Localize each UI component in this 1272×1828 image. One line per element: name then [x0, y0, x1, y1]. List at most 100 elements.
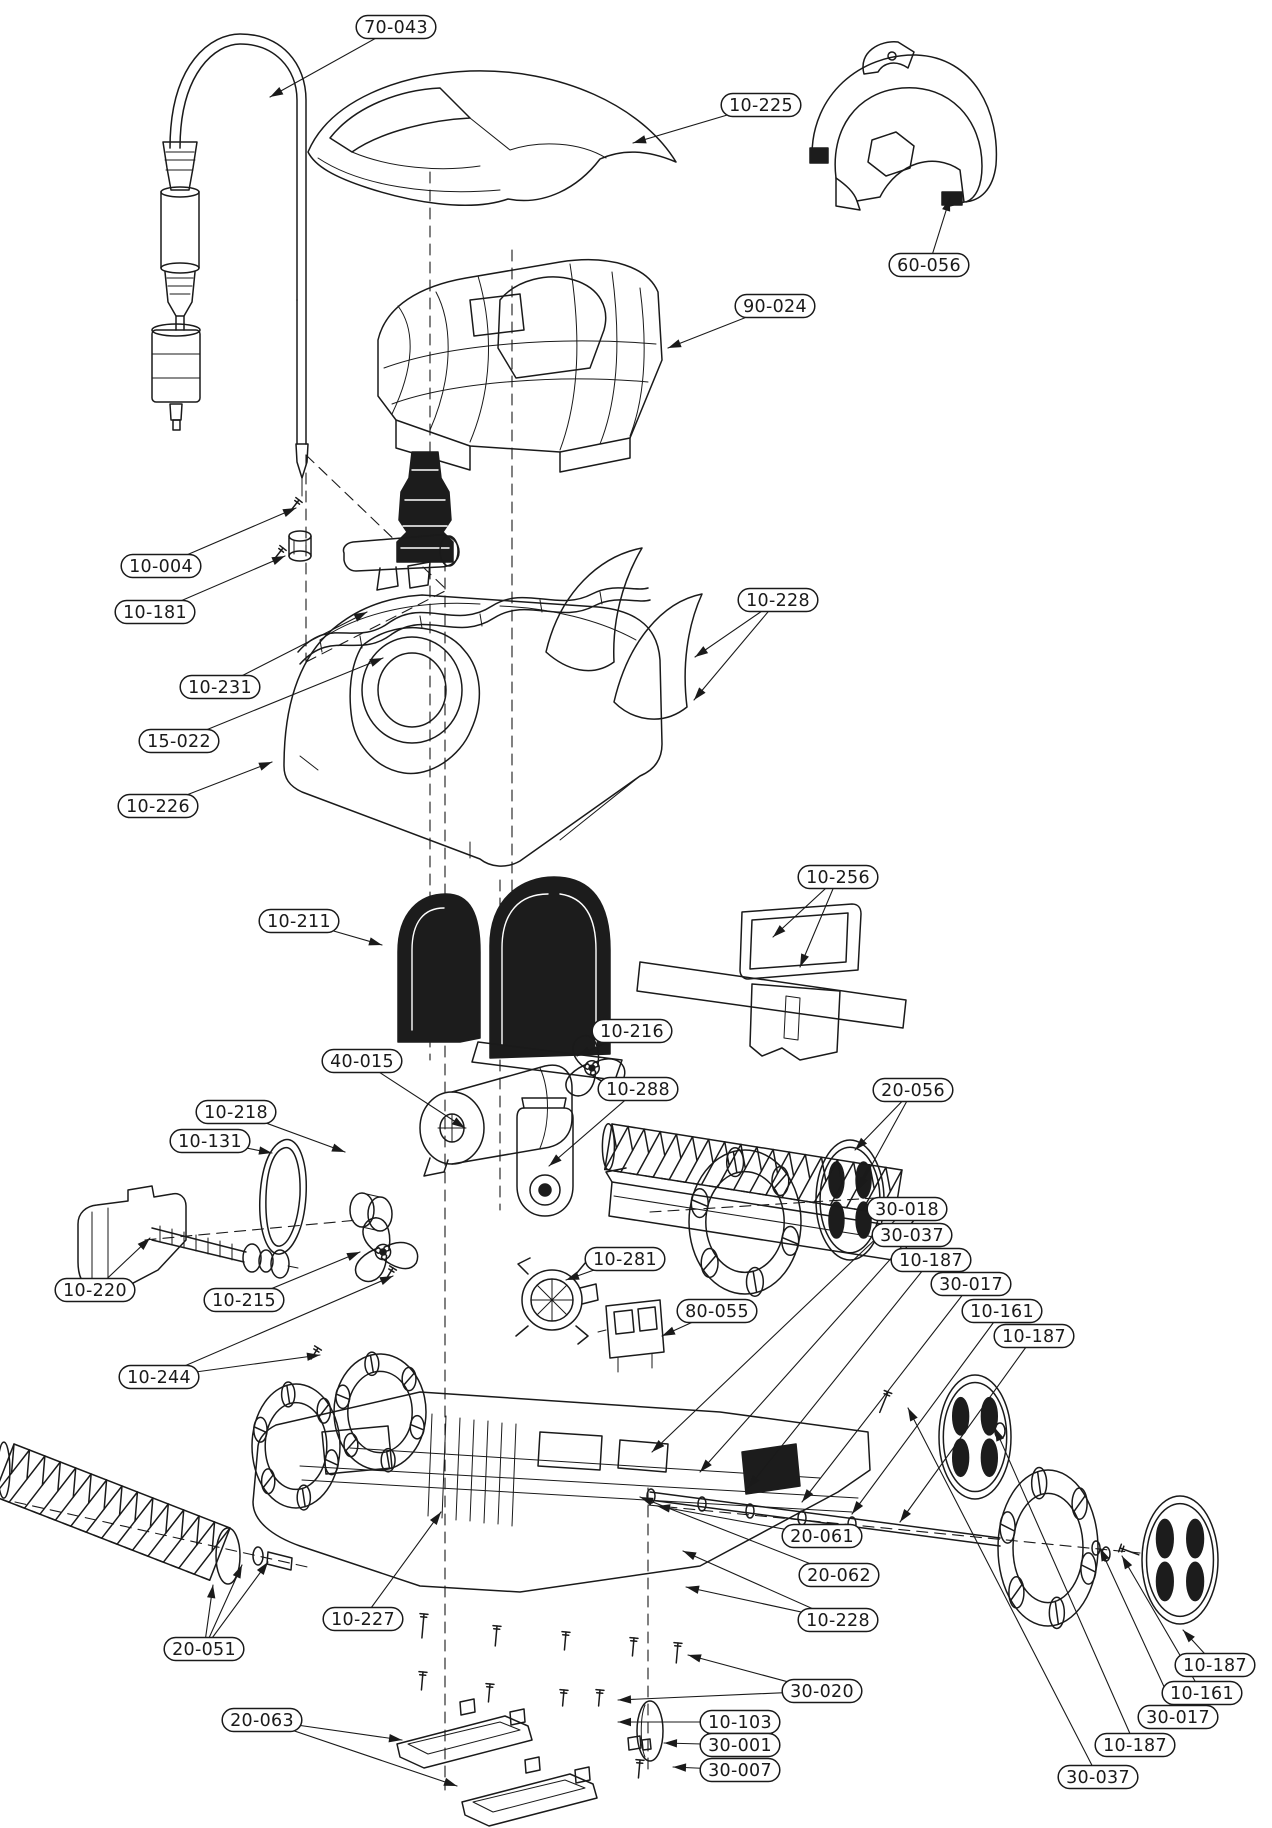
part-number-text: 15-022: [147, 732, 211, 752]
part-label-10-225: 10-225: [720, 92, 802, 118]
bottom-plates-drawing: [396, 1698, 598, 1827]
part-number-text: 10-131: [178, 1132, 242, 1152]
leader-lines: [94, 26, 1216, 1787]
part-label-20-061: 20-061: [781, 1523, 863, 1549]
pcb-box-drawing: [597, 1299, 665, 1373]
part-number-text: 30-001: [708, 1736, 772, 1756]
part-label-10-161a: 10-161: [961, 1298, 1043, 1324]
part-number-text: 10-187: [1103, 1736, 1167, 1756]
part-number-text: 70-043: [364, 18, 428, 38]
part-number-text: 10-244: [127, 1368, 191, 1388]
top-cover-drawing: [307, 70, 677, 207]
part-number-text: 90-024: [743, 297, 807, 317]
part-number-text: 10-004: [129, 557, 193, 577]
part-label-30-017a: 30-017: [930, 1271, 1012, 1297]
part-label-10-244: 10-244: [118, 1364, 200, 1390]
pump-cylinder-drawing: [516, 1097, 574, 1217]
part-number-text: 10-228: [746, 591, 810, 611]
pulley-drawing: [349, 1192, 393, 1232]
part-number-text: 20-062: [807, 1566, 871, 1586]
part-number-text: 10-103: [708, 1713, 772, 1733]
part-label-10-216: 10-216: [591, 1018, 673, 1044]
part-label-10-131: 10-131: [169, 1128, 251, 1154]
part-number-text: 20-061: [790, 1527, 854, 1547]
part-label-10-004: 10-004: [120, 553, 202, 579]
part-number-text: 10-161: [970, 1302, 1034, 1322]
part-label-10-187c: 10-187: [1174, 1652, 1256, 1678]
part-label-10-228a: 10-228: [737, 587, 819, 613]
frame-ring-drawing: [297, 587, 651, 665]
part-number-text: 30-037: [880, 1226, 944, 1246]
part-label-20-062: 20-062: [798, 1562, 880, 1588]
floating-cable-drawing: [151, 33, 309, 497]
part-label-10-211: 10-211: [258, 908, 340, 934]
part-number-text: 10-256: [806, 868, 870, 888]
part-label-80-055: 80-055: [676, 1298, 758, 1324]
part-number-text: 10-225: [729, 96, 793, 116]
part-number-text: 10-288: [606, 1080, 670, 1100]
part-number-text: 30-017: [1146, 1708, 1210, 1728]
part-label-30-001: 30-001: [699, 1732, 781, 1758]
part-number-text: 10-187: [1183, 1656, 1247, 1676]
part-number-text: 80-055: [685, 1302, 749, 1322]
part-number-text: 30-037: [1066, 1768, 1130, 1788]
bonnet-drawing: [809, 41, 998, 211]
part-label-10-187b: 10-187: [993, 1323, 1075, 1349]
volute-drawing: [515, 1257, 599, 1345]
bottom-small-parts: [627, 1700, 664, 1762]
part-label-10-215: 10-215: [203, 1287, 285, 1313]
part-number-text: 10-227: [331, 1610, 395, 1630]
part-number-text: 10-216: [600, 1022, 664, 1042]
part-number-text: 20-063: [230, 1711, 294, 1731]
motor-cover-drawing: [397, 876, 623, 1081]
part-number-text: 10-187: [1002, 1327, 1066, 1347]
cable-connector-hardware: [288, 530, 312, 562]
part-label-10-228b: 10-228: [797, 1607, 879, 1633]
handle-drawing: [342, 534, 460, 591]
filter-basket-drawing: [377, 258, 663, 473]
part-number-text: 10-187: [899, 1251, 963, 1271]
part-label-10-103: 10-103: [699, 1709, 781, 1735]
part-label-30-018: 30-018: [866, 1196, 948, 1222]
outlet-frame-drawing: [636, 903, 907, 1061]
part-label-70-043: 70-043: [355, 14, 437, 40]
part-label-30-037b: 30-037: [1057, 1764, 1139, 1790]
part-label-30-017b: 30-017: [1137, 1704, 1219, 1730]
part-label-20-056: 20-056: [872, 1077, 954, 1103]
side-flaps-drawing: [545, 547, 703, 720]
part-label-30-037a: 30-037: [871, 1222, 953, 1248]
part-label-10-161b: 10-161: [1161, 1680, 1243, 1706]
part-label-10-256: 10-256: [797, 864, 879, 890]
part-number-text: 40-015: [330, 1052, 394, 1072]
part-number-text: 30-017: [939, 1275, 1003, 1295]
part-number-text: 30-007: [708, 1761, 772, 1781]
part-number-text: 10-215: [212, 1291, 276, 1311]
part-number-text: 60-056: [897, 256, 961, 276]
part-number-text: 10-228: [806, 1611, 870, 1631]
part-number-text: 10-226: [126, 797, 190, 817]
part-number-text: 30-018: [875, 1200, 939, 1220]
part-number-text: 10-220: [63, 1281, 127, 1301]
part-labels: 70-043 10-225 60-056 90-024 10-004 10-181 10-2…: [54, 14, 1256, 1790]
part-number-text: 20-051: [172, 1640, 236, 1660]
part-number-text: 10-231: [188, 678, 252, 698]
part-number-text: 30-020: [790, 1682, 854, 1702]
part-label-10-231: 10-231: [179, 674, 261, 700]
part-label-90-024: 90-024: [734, 293, 816, 319]
part-label-10-288: 10-288: [597, 1076, 679, 1102]
body-shell-drawing: [283, 594, 663, 867]
part-number-text: 10-211: [267, 912, 331, 932]
part-number-text: 20-056: [881, 1081, 945, 1101]
part-label-10-281: 10-281: [584, 1246, 666, 1272]
part-label-30-020: 30-020: [781, 1678, 863, 1704]
pump-motor-drawing: [419, 1064, 573, 1177]
part-number-text: 10-181: [123, 603, 187, 623]
part-number-text: 10-281: [593, 1250, 657, 1270]
part-number-text: 10-161: [1170, 1684, 1234, 1704]
part-label-15-022: 15-022: [138, 728, 220, 754]
chassis-drawing: [252, 1391, 1001, 1593]
part-label-10-218: 10-218: [195, 1099, 277, 1125]
part-label-20-063: 20-063: [221, 1707, 303, 1733]
